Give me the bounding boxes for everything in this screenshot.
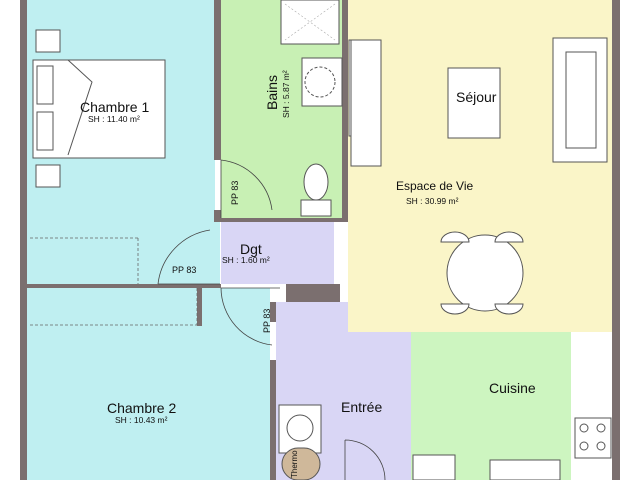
espace-area: SH : 30.99 m² bbox=[406, 196, 459, 206]
wall-dgt-bottom-left bbox=[197, 284, 221, 288]
tv-unit bbox=[350, 39, 382, 167]
chambre1-pillow-bottom bbox=[36, 111, 54, 151]
coffee-table bbox=[447, 67, 501, 139]
chambre1-area: SH : 11.40 m² bbox=[88, 114, 140, 124]
door-label-chambre1: PP 83 bbox=[172, 265, 196, 275]
door-swing-chambre2 bbox=[220, 287, 280, 346]
chambre1-name: Chambre 1 bbox=[80, 99, 149, 115]
wall-bains-espace bbox=[342, 0, 348, 222]
chambre1-bed bbox=[32, 59, 166, 159]
bains-label-group: Bains SH : 5.87 m² bbox=[264, 70, 291, 118]
wall-chambres-divider bbox=[27, 284, 197, 288]
shower-tray bbox=[280, 0, 340, 45]
room-chambre2-fill bbox=[27, 288, 270, 480]
sofa-seat bbox=[565, 51, 597, 149]
dining-chair-1 bbox=[440, 231, 470, 243]
wall-chambre1-bains bbox=[214, 0, 221, 160]
wall-chambre1-bains-low bbox=[214, 210, 221, 222]
wall-dgt-bottom bbox=[286, 284, 334, 302]
room-chambre-strip-fill bbox=[27, 218, 220, 288]
chambre1-pillow-top bbox=[36, 65, 54, 105]
espace-name: Espace de Vie bbox=[396, 179, 473, 193]
dining-table bbox=[446, 234, 524, 312]
burner-4 bbox=[596, 441, 606, 451]
chambre1-nightstand-bottom bbox=[35, 164, 61, 188]
dining-chair-2 bbox=[494, 231, 524, 243]
cooktop bbox=[574, 417, 612, 459]
washbasin-bowl bbox=[304, 66, 336, 98]
door-swing-entree bbox=[344, 439, 386, 480]
thermo-tank bbox=[281, 447, 321, 480]
chambre2-name: Chambre 2 bbox=[107, 400, 176, 416]
exterior-wall-right bbox=[612, 0, 620, 480]
dining-chair-3 bbox=[440, 303, 470, 315]
bains-area: SH : 5.87 m² bbox=[281, 70, 291, 118]
thermo-label: Thermo bbox=[290, 450, 299, 478]
dining-chair-4 bbox=[494, 303, 524, 315]
sejour-name: Séjour bbox=[456, 89, 497, 105]
wall-chambre2-stub bbox=[197, 288, 202, 326]
kitchen-sink bbox=[489, 459, 561, 480]
chambre1-nightstand-top bbox=[35, 29, 61, 53]
exterior-wall-left bbox=[20, 0, 27, 480]
wall-entree-left-top bbox=[270, 302, 276, 322]
burner-1 bbox=[579, 423, 589, 433]
entree-name: Entrée bbox=[341, 399, 382, 415]
kitchen-appliance bbox=[412, 454, 456, 480]
chambre1-blanket-fold bbox=[67, 59, 93, 156]
wall-dgt-right-stub bbox=[334, 284, 340, 302]
washing-machine-drum bbox=[286, 414, 314, 442]
door-swing-bains bbox=[220, 159, 273, 218]
room-dgt-fill bbox=[221, 222, 334, 284]
dgt-name: Dgt bbox=[240, 241, 262, 257]
door-label-bains: PP 83 bbox=[230, 181, 240, 205]
burner-2 bbox=[596, 423, 606, 433]
dgt-area: SH : 1.60 m² bbox=[222, 255, 270, 265]
wall-bains-bottom bbox=[221, 218, 348, 222]
bains-name: Bains bbox=[264, 75, 280, 110]
door-label-chambre2: PP 83 bbox=[262, 309, 272, 333]
toilet-bowl bbox=[303, 163, 329, 201]
door-swing-chambre1 bbox=[157, 229, 220, 285]
wall-entree-left bbox=[270, 360, 276, 480]
cuisine-name: Cuisine bbox=[489, 380, 536, 396]
chambre2-area: SH : 10.43 m² bbox=[115, 415, 168, 425]
burner-3 bbox=[579, 441, 589, 451]
toilet-tank bbox=[300, 199, 332, 217]
